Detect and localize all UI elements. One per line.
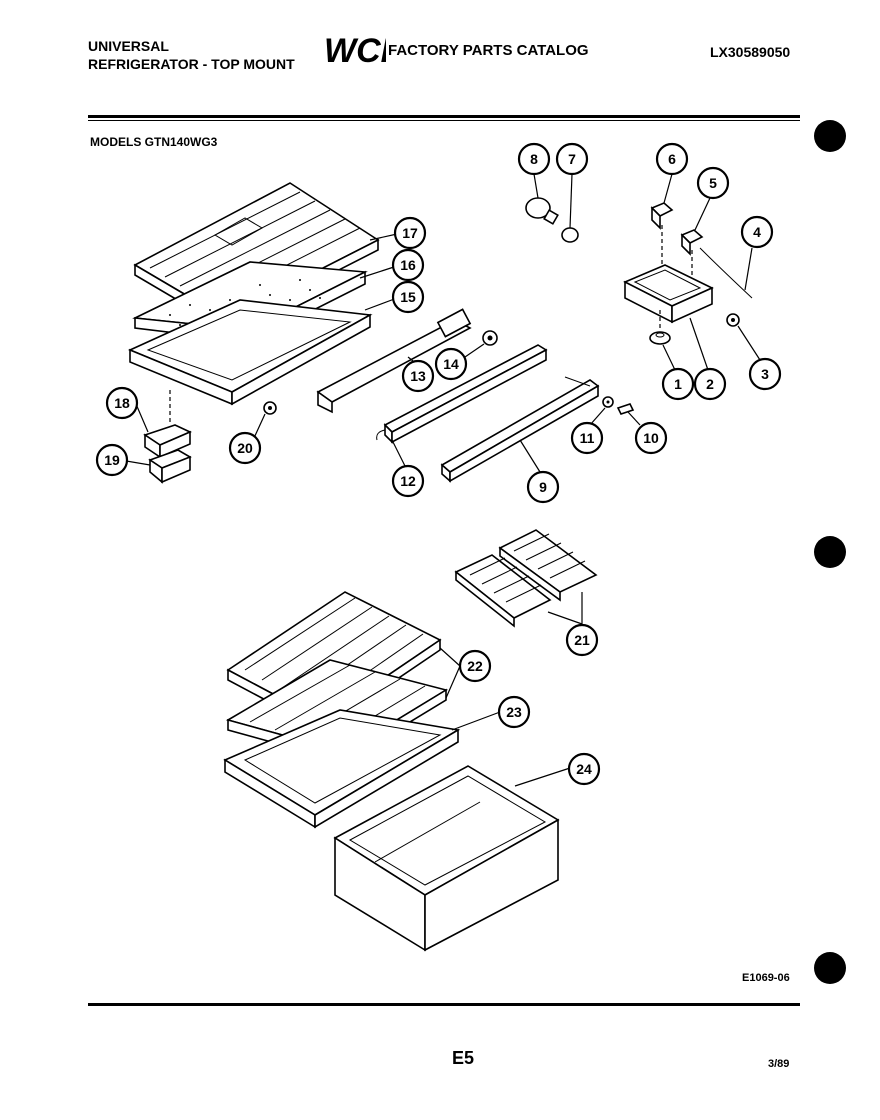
callout-5: 5 [696,166,730,200]
svg-text:12: 12 [400,473,416,489]
svg-text:1: 1 [674,376,682,392]
part-3-nut [726,313,740,327]
svg-text:3: 3 [761,366,769,382]
svg-text:24: 24 [576,761,592,777]
svg-text:20: 20 [237,440,253,456]
svg-text:14: 14 [443,356,459,372]
callout-16: 16 [391,248,425,282]
svg-text:6: 6 [668,151,676,167]
part-23-crisper-cover [223,709,461,829]
callout-21: 21 [565,623,599,657]
wci-logo: WCI [324,32,386,70]
part-5-switch [680,229,704,275]
catalog-title: FACTORY PARTS CATALOG [388,42,589,59]
part-12-channel [376,344,548,444]
callout-7: 7 [555,142,589,176]
callout-15: 15 [391,280,425,314]
callout-18: 18 [105,386,139,420]
callout-11: 11 [570,421,604,455]
callout-1: 1 [661,367,695,401]
svg-text:17: 17 [402,225,418,241]
svg-text:19: 19 [104,452,120,468]
part-24-crisper-drawer [333,765,560,952]
part-22-shelves [225,591,449,764]
callout-9: 9 [526,470,560,504]
svg-text:8: 8 [530,151,538,167]
part-9-channel [440,376,600,483]
binder-hole-middle [814,536,846,568]
svg-text:WCI: WCI [324,32,386,70]
callout-22: 22 [458,649,492,683]
models-label: MODELS GTN140WG3 [90,135,218,149]
callout-19: 19 [95,443,129,477]
callout-10: 10 [634,421,668,455]
callout-4: 4 [740,215,774,249]
svg-text:5: 5 [709,175,717,191]
part-20-screw [263,401,277,415]
footer-rule [88,1003,800,1006]
part-2-housing [623,264,714,324]
part-21-ice-trays [454,529,598,628]
revision-date: 3/89 [768,1058,790,1070]
page-number: E5 [452,1048,475,1068]
part-14-nut [482,330,498,346]
part-6-thermostat-knob [650,202,674,270]
svg-text:9: 9 [539,479,547,495]
brand-line-1: UNIVERSAL [88,38,169,54]
part-11-washer [602,396,614,408]
leader-lines [125,173,761,787]
svg-text:18: 18 [114,395,130,411]
svg-text:7: 7 [568,151,576,167]
callout-24: 24 [567,752,601,786]
binder-hole-bottom [814,952,846,984]
svg-text:23: 23 [506,704,522,720]
callout-13: 13 [401,359,435,393]
svg-text:10: 10 [643,430,659,446]
callout-23: 23 [497,695,531,729]
svg-text:15: 15 [400,289,416,305]
svg-text:22: 22 [467,658,483,674]
callout-14: 14 [434,347,468,381]
callout-3: 3 [748,357,782,391]
callout-8: 8 [517,142,551,176]
callout-2: 2 [693,367,727,401]
part-18-hinge [143,390,192,459]
svg-text:13: 13 [410,368,426,384]
svg-text:2: 2 [706,376,714,392]
catalog-code: LX30589050 [710,44,791,60]
callout-20: 20 [228,431,262,465]
callout-6: 6 [655,142,689,176]
part-13-bracket [316,308,472,414]
callout-12: 12 [391,464,425,498]
binder-hole-top [814,120,846,152]
header-rule-thin [88,120,800,121]
part-8-lamp [525,197,559,225]
svg-text:11: 11 [580,430,595,446]
svg-text:21: 21 [574,632,590,648]
header-rule [88,115,800,118]
drawing-number: E1069-06 [742,972,790,984]
part-15-frame [127,299,373,406]
part-10-screw [616,403,635,415]
callout-17: 17 [393,216,427,250]
svg-text:16: 16 [400,257,416,273]
brand-line-2: REFRIGERATOR - TOP MOUNT [88,56,295,72]
svg-text:4: 4 [753,224,761,240]
part-7-socket [561,227,579,243]
part-19-hinge [148,449,192,484]
part-4-wire [699,247,753,299]
part-1-knob [649,310,671,345]
